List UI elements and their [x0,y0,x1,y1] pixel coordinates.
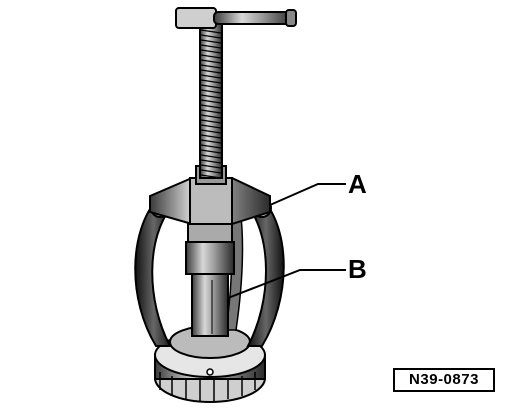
spindle-thread [200,139,222,144]
spindle-thread [200,29,222,34]
spindle-thread [200,94,222,99]
t-handle [175,7,297,29]
spindle-thread [200,109,222,114]
spindle-thread [200,144,222,149]
spindle-thread [200,129,222,134]
spindle-thread [200,34,222,39]
spindle-thread [200,99,222,104]
spindle-thread [200,64,222,69]
leader-line-b [227,269,346,299]
threaded-spindle [199,15,223,179]
spindle-thread [200,124,222,129]
spindle-thread [200,174,222,179]
pressure-adapter [185,223,235,337]
spindle-thread [200,149,222,154]
figure-reference-code: N39-0873 [393,368,495,392]
spindle-thread [200,74,222,79]
spindle-thread [200,134,222,139]
gear-workpiece [154,325,266,403]
puller-jaw-right [246,196,285,347]
callout-b-label: B [348,254,367,284]
callout-a-label: A [348,169,367,199]
leader-line-a [269,183,346,206]
leader-lines [227,183,346,299]
spindle-thread [200,159,222,164]
spindle-thread [200,39,222,44]
spindle-thread [200,164,222,169]
spindle-thread [200,89,222,94]
puller-jaw-left [134,196,174,347]
spindle-thread [200,59,222,64]
spindle-thread [200,44,222,49]
spindle-thread [200,84,222,89]
spindle-thread [200,104,222,109]
spindle-thread [200,169,222,174]
spindle-thread [200,79,222,84]
spindle-thread [200,49,222,54]
spindle-thread [200,54,222,59]
spindle-thread [200,69,222,74]
spindle-thread [200,119,222,124]
spindle-thread [200,114,222,119]
spindle-thread [200,154,222,159]
